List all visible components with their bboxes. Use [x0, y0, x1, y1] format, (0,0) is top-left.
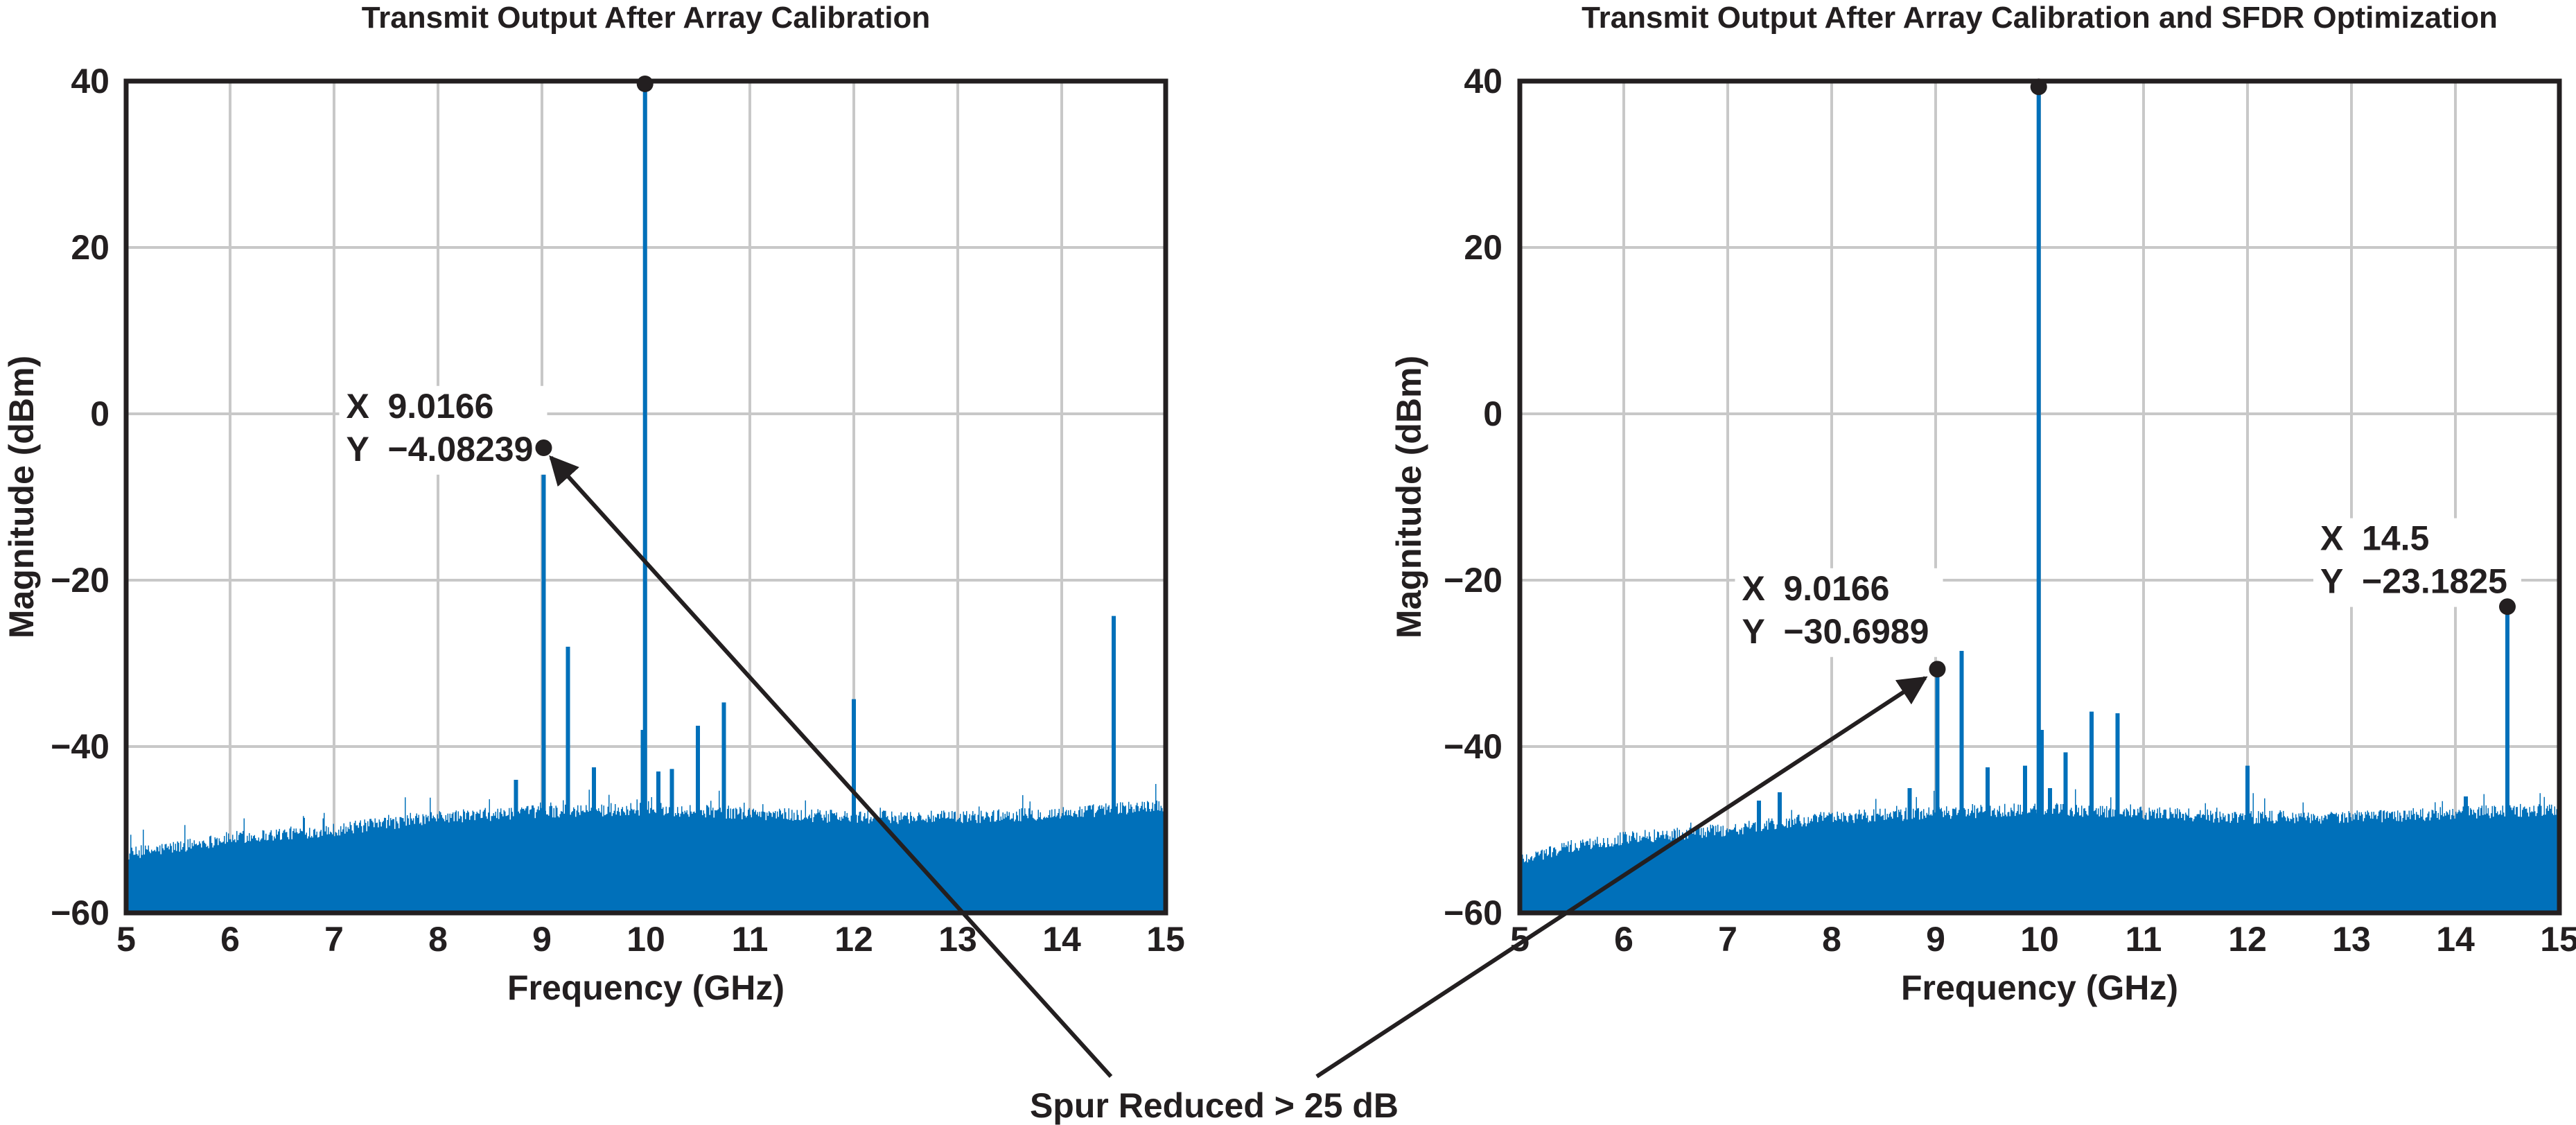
y-tick-label: 40: [71, 62, 109, 101]
chart-title: Transmit Output After Array Calibration: [362, 1, 931, 35]
marker-dot: [2030, 78, 2047, 96]
y-tick-label: −40: [51, 727, 109, 766]
left-chart: Transmit Output After Array Calibration 5…: [2, 1, 1185, 1007]
readout-background: [2313, 518, 2521, 607]
y-tick-label: −20: [51, 561, 109, 600]
x-tick-label: 10: [627, 920, 665, 959]
x-tick-label: 8: [428, 920, 448, 959]
readout-x-value: 9.0166: [1783, 569, 1889, 608]
x-tick-label: 11: [2126, 920, 2162, 959]
x-tick-label: 14: [2436, 920, 2475, 959]
marker-readout: X 14.5Y −23.1825: [2313, 518, 2521, 607]
x-tick-label: 7: [1718, 920, 1737, 959]
readout-y-value: −30.6989: [1783, 612, 1929, 651]
marker-dot: [1929, 661, 1946, 678]
y-tick-label: −60: [1444, 893, 1502, 932]
y-tick-label: −60: [51, 893, 109, 932]
readout-y-key: Y: [2320, 562, 2343, 601]
x-axis-title: Frequency (GHz): [507, 968, 785, 1007]
spur-reduced-annotation: Spur Reduced > 25 dB: [1030, 1086, 1399, 1125]
y-tick-label: 40: [1464, 62, 1502, 101]
y-axis-title: Magnitude (dBm): [2, 356, 41, 638]
readout-x-key: X: [1742, 569, 1764, 608]
chart-title: Transmit Output After Array Calibration …: [1581, 1, 2498, 35]
x-tick-label: 9: [532, 920, 552, 959]
readout-x-key: X: [2320, 519, 2343, 558]
annotation-arrow-right: [1315, 676, 1928, 1079]
right-chart: Transmit Output After Array Calibration …: [1390, 1, 2576, 1007]
readout-y-key: Y: [1742, 612, 1764, 651]
y-tick-label: 0: [1483, 394, 1502, 433]
x-tick-label: 12: [834, 920, 873, 959]
x-tick-label: 13: [938, 920, 977, 959]
marker-dot: [535, 439, 552, 456]
readout-background: [339, 385, 547, 475]
annotation-arrow-left: [549, 455, 1113, 1079]
marker-dot: [2499, 598, 2516, 616]
y-tick-label: 0: [90, 394, 109, 433]
readout-y-value: −23.1825: [2362, 562, 2507, 601]
readout-y-value: −4.08239: [387, 430, 533, 469]
x-tick-label: 15: [1146, 920, 1185, 959]
x-tick-label: 9: [1926, 920, 1945, 959]
readout-x-value: 9.0166: [387, 387, 493, 426]
y-tick-label: −20: [1444, 561, 1502, 600]
readout-y-key: Y: [346, 430, 369, 469]
x-tick-label: 5: [116, 920, 136, 959]
x-axis-title: Frequency (GHz): [1901, 968, 2178, 1007]
marker-dot: [636, 75, 654, 92]
x-tick-label: 11: [732, 920, 769, 959]
readout-background: [1735, 568, 1943, 657]
y-tick-label: −40: [1444, 727, 1502, 766]
x-tick-label: 10: [2020, 920, 2059, 959]
y-axis-title: Magnitude (dBm): [1390, 356, 1428, 638]
x-tick-label: 6: [1614, 920, 1633, 959]
x-tick-label: 8: [1822, 920, 1841, 959]
x-tick-label: 15: [2540, 920, 2576, 959]
readout-x-key: X: [346, 387, 369, 426]
x-tick-label: 14: [1042, 920, 1081, 959]
readout-x-value: 14.5: [2362, 519, 2429, 558]
x-tick-label: 13: [2332, 920, 2371, 959]
x-tick-label: 12: [2228, 920, 2267, 959]
y-tick-label: 20: [1464, 228, 1502, 267]
x-tick-label: 7: [324, 920, 344, 959]
x-tick-label: 6: [220, 920, 240, 959]
y-tick-label: 20: [71, 228, 109, 267]
